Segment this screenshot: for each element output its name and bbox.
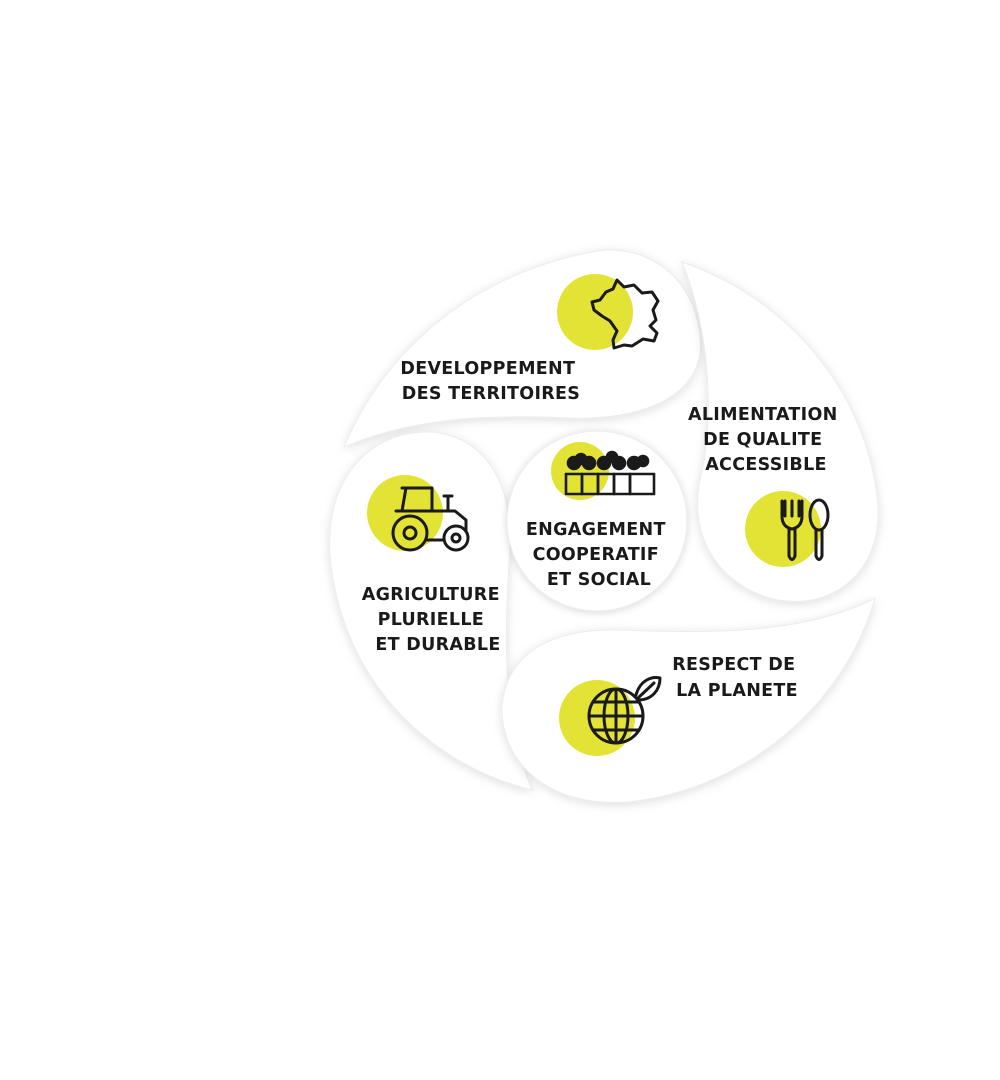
segment-territoires	[343, 249, 701, 448]
fork-spoon-icon	[782, 500, 828, 560]
accent-blob-engagement	[551, 442, 609, 500]
label-planete-line2: LA PLANETE	[676, 681, 798, 701]
label-territoires: DEVELOPPEMENT DES TERRITOIRES	[400, 359, 581, 404]
globe-leaf-icon	[589, 678, 660, 743]
label-alimentation-line3: ACCESSIBLE	[705, 455, 827, 475]
label-planete-line1: RESPECT DE	[672, 655, 795, 675]
label-alimentation: ALIMENTATION DE QUALITE ACCESSIBLE	[688, 405, 844, 475]
label-engagement: ENGAGEMENT COOPERATIF ET SOCIAL	[526, 520, 672, 590]
label-agriculture-line2: PLURIELLE	[378, 610, 484, 630]
france-map-icon	[592, 280, 658, 348]
label-alimentation-line1: ALIMENTATION	[688, 405, 838, 425]
label-agriculture: AGRICULTURE PLURIELLE ET DURABLE	[362, 585, 507, 655]
label-alimentation-line2: DE QUALITE	[703, 430, 822, 450]
label-engagement-line2: COOPERATIF	[533, 545, 659, 565]
label-territoires-line1: DEVELOPPEMENT	[400, 359, 575, 379]
label-planete: RESPECT DE LA PLANETE	[672, 655, 802, 701]
label-engagement-line1: ENGAGEMENT	[526, 520, 666, 540]
tractor-icon	[393, 488, 468, 550]
label-engagement-line3: ET SOCIAL	[547, 570, 651, 590]
accent-blob-agriculture	[367, 475, 443, 551]
label-territoires-line2: DES TERRITOIRES	[402, 384, 580, 404]
label-agriculture-line1: AGRICULTURE	[362, 585, 500, 605]
label-agriculture-line3: ET DURABLE	[375, 635, 500, 655]
people-group-icon	[566, 452, 654, 494]
